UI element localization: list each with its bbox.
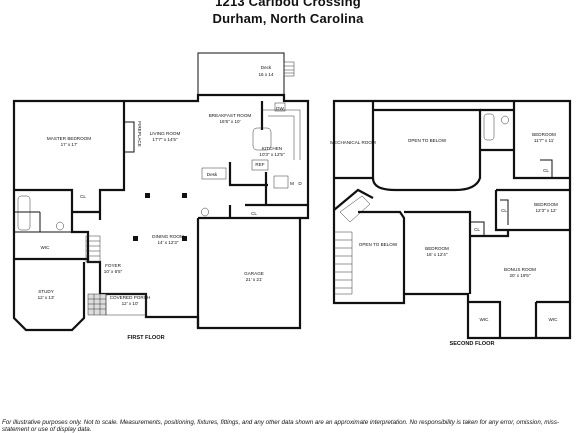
- column: [182, 193, 187, 198]
- toilet: [201, 207, 209, 217]
- bedroom2-closet: [500, 199, 509, 225]
- fireplace-label: FIREPLACE: [137, 121, 142, 147]
- lower-stairs: [334, 231, 353, 295]
- column: [133, 236, 138, 241]
- hall-closet-label: CL: [251, 211, 257, 216]
- foyer-label: FOYER: [105, 263, 122, 268]
- porch-brick: [87, 293, 107, 316]
- bedroom3-label: BEDROOM: [425, 246, 449, 251]
- first-floor-label: FIRST FLOOR: [127, 335, 164, 341]
- master-closet-label: CL: [80, 194, 86, 199]
- property-city: Durham, North Carolina: [212, 11, 364, 26]
- refrigerator: [251, 159, 269, 171]
- toilet: [56, 221, 64, 231]
- column: [182, 236, 187, 241]
- disclaimer: For illustrative purposes only. Not to s…: [2, 419, 560, 433]
- cl1-label: CL: [543, 168, 549, 173]
- bedroom1-label: BEDROOM: [532, 132, 556, 137]
- cl2-label: CL: [501, 208, 507, 213]
- wic-right-label: WIC: [549, 317, 559, 322]
- deck-stairs: [283, 61, 295, 77]
- study-label: STUDY: [38, 289, 54, 294]
- wic-label: WIC: [41, 245, 51, 250]
- column: [145, 193, 150, 198]
- upper-stairs: [339, 195, 371, 223]
- microwave-label: M: [290, 181, 294, 186]
- upper-toilet: [501, 115, 509, 125]
- dishwasher-label: DW: [276, 106, 284, 111]
- dishwasher: [274, 102, 286, 112]
- cl3-label: CL: [474, 227, 480, 232]
- kitchen-counter-inner: [268, 115, 295, 160]
- porch-outline: [105, 293, 147, 316]
- stair-wall: [333, 188, 374, 211]
- open-left-label: OPEN TO BELOW: [359, 242, 398, 247]
- bedroom2-wall: [494, 190, 570, 232]
- kitchen-counter: [262, 109, 301, 160]
- bonus-size: 20' x 19'5": [509, 273, 530, 278]
- first-floor-plan: Deck 16 x 14 BREAKFAST ROOM 16'5" x 10' …: [12, 52, 310, 341]
- master-size: 17' x 17': [61, 142, 78, 147]
- bedroom3-size: 16' x 12'4": [426, 252, 447, 257]
- bedroom2-size: 12'3" x 12': [535, 208, 556, 213]
- foyer-stairs: [85, 235, 101, 263]
- washer-dryer: [273, 175, 289, 189]
- bathtub: [17, 195, 31, 231]
- master-bath-wall: [14, 188, 90, 262]
- wic-left-label: WIC: [480, 317, 490, 322]
- mechanical-label-text: MECHANICAL ROOM: [330, 140, 376, 145]
- bonus-top-wall: [470, 230, 510, 238]
- desk-wall: [228, 162, 268, 187]
- desk-outline: [201, 167, 227, 180]
- garage-label: GARAGE: [244, 271, 264, 276]
- kitchen-island: [252, 127, 272, 151]
- bonus-label: BONUS ROOM: [504, 267, 536, 272]
- kitchen-size: 10'3" x 12'5": [259, 152, 285, 157]
- garage-size: 21' x 21': [246, 277, 263, 282]
- upper-bathtub: [483, 113, 495, 141]
- living-label: LIVING ROOM: [150, 131, 181, 136]
- foyer-size: 10' x 6'5": [104, 269, 123, 274]
- property-address: 1213 Caribou Crossing: [215, 0, 361, 9]
- study-size: 12' x 13': [38, 295, 55, 300]
- breakfast-size: 16'5" x 10': [219, 119, 240, 124]
- first-floor-outer-wall: [12, 93, 310, 330]
- open-to-below-top-rail: [371, 108, 482, 192]
- porch-label: COVERED PORCH: [110, 295, 151, 300]
- bedroom2-label: BEDROOM: [534, 202, 558, 207]
- breakfast-label: BREAKFAST ROOM: [209, 113, 252, 118]
- desk-label: Desk: [207, 172, 218, 177]
- ref-label: REF: [255, 162, 264, 167]
- porch-size: 12' x 10': [122, 301, 139, 306]
- study-wall: [12, 259, 86, 332]
- open-top-label: OPEN TO BELOW: [408, 138, 447, 143]
- bedroom3-wall: [404, 210, 472, 294]
- fireplace: [123, 121, 135, 153]
- laundry-wall: [264, 172, 308, 207]
- living-size: 17'7" x 14'5": [152, 137, 178, 142]
- deck-size: 16 x 14: [258, 72, 274, 77]
- bedroom1-closet: [540, 159, 553, 178]
- second-floor-outer-wall: [332, 99, 572, 340]
- mechanical-label: MECHANICAL ROOM: [330, 140, 376, 145]
- second-floor-plan: MECHANICAL ROOM OPEN TO BELOW BEDROOM 11…: [330, 99, 572, 347]
- kitchen-label: KITCHEN: [262, 146, 282, 151]
- second-floor-label: SECOND FLOOR: [449, 341, 494, 347]
- wic-left-wall: [468, 300, 502, 338]
- deck-label: Deck: [261, 65, 272, 70]
- dryer-label: D: [298, 181, 302, 186]
- dining-label: DINING ROOM: [152, 234, 184, 239]
- master-bedroom-wall: [98, 101, 126, 220]
- dining-size: 14' x 12'3": [157, 240, 178, 245]
- open-to-below-left-rail: [358, 210, 406, 294]
- bedroom1-wall: [512, 101, 570, 180]
- master-label: MASTER BEDROOM: [47, 136, 91, 141]
- bedroom1-size: 11'7" x 11': [534, 138, 554, 143]
